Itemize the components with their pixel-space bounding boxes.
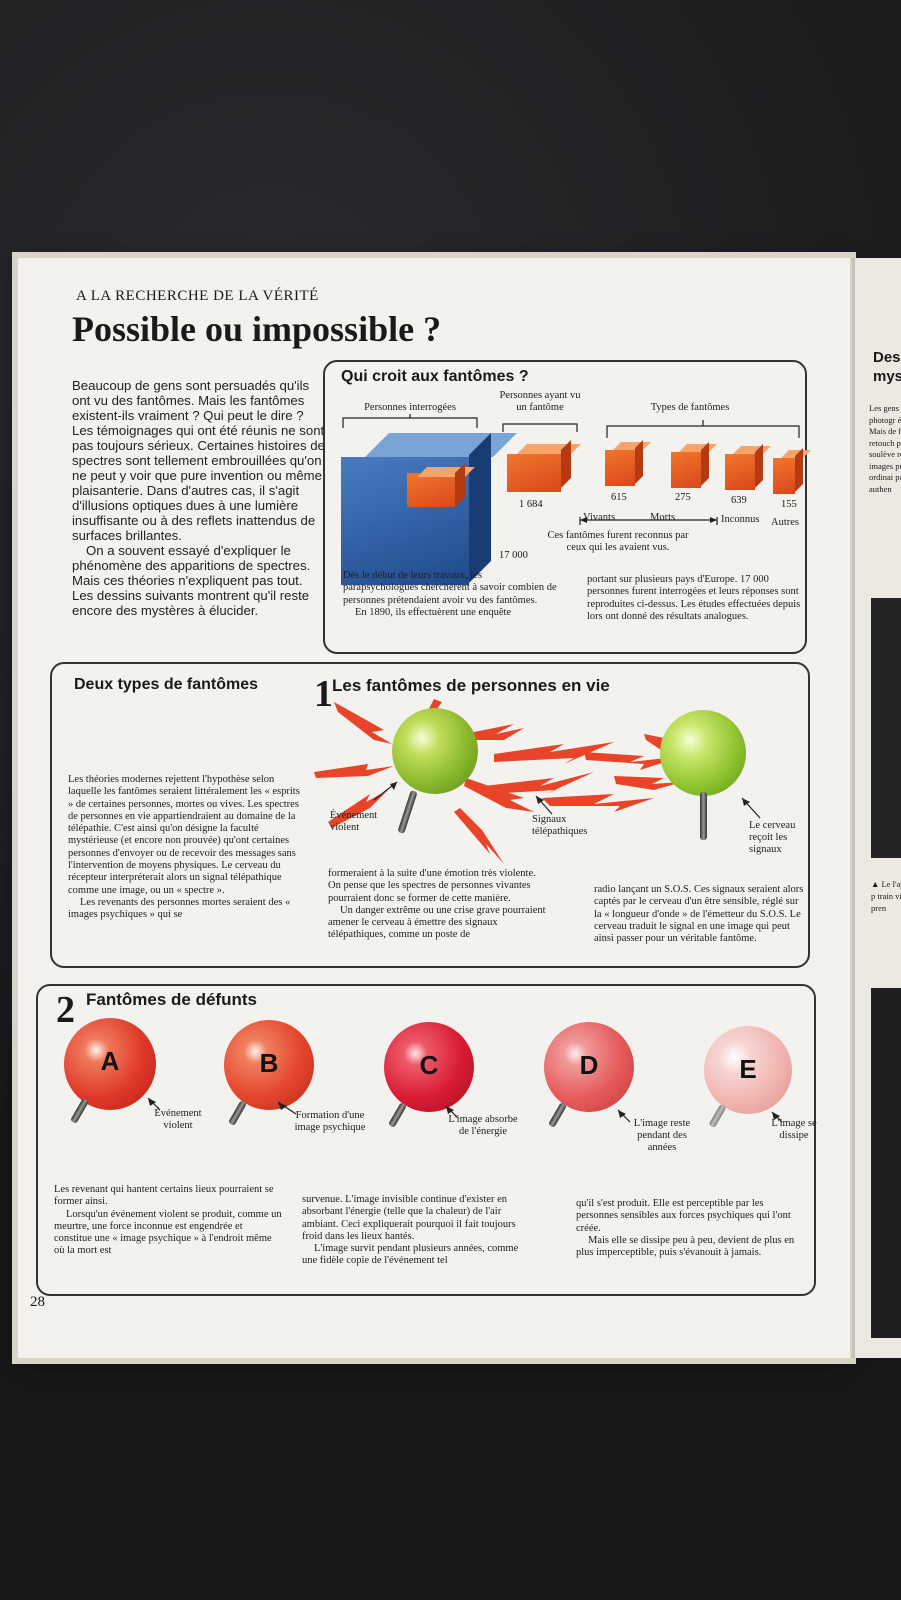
living-text-left: Les théories modernes rejettent l'hypoth… <box>68 774 306 922</box>
value-vivants: 615 <box>611 492 627 503</box>
label-ayant-vu: Personnes ayant vu un fantôme <box>499 390 581 413</box>
ball-b: B <box>224 1020 324 1127</box>
label-signaux-telepathiques: Signaux télépathiques <box>532 814 588 837</box>
ball-letter-d: D <box>579 1050 599 1080</box>
next-page-edge: Des mys Les gens appareil photogr étaien… <box>852 258 901 1358</box>
value-ayant-vu: 1 684 <box>519 499 543 510</box>
next-page-photo <box>871 598 901 858</box>
ball-letter-b: B <box>259 1048 279 1078</box>
sender-brain-ball <box>392 708 478 794</box>
dead-text-right: qu'il s'est produit. Elle est perceptibl… <box>576 1198 808 1259</box>
living-text-right: radio lançant un S.O.S. Ces signaux sera… <box>594 884 804 945</box>
section-number-1: 1 <box>314 673 333 715</box>
box-survey: Qui croit aux fantômes ? Personnes inter… <box>323 360 811 654</box>
survey-brackets <box>342 414 800 438</box>
label-cat-morts: Morts <box>650 512 676 523</box>
box-living-ghosts: Deux types de fantômes 1 Les fantômes de… <box>50 662 810 968</box>
ball-a: A <box>64 1018 164 1125</box>
book-page: A LA RECHERCHE DE LA VÉRITÉ Possible ou … <box>18 258 850 1358</box>
living-text-left-p2: Les revenants des personnes mortes serai… <box>68 896 291 921</box>
intro-paragraph: On a souvent essayé d'expliquer le phéno… <box>72 543 311 618</box>
next-page-caption: ▲ Le l'appa une p train vit un pren <box>871 879 901 913</box>
next-page-title: Des mys <box>873 349 901 385</box>
ball-label-a: Événement violent <box>154 1108 202 1131</box>
next-page-text: Les gens appareil photogr étaient p Mais… <box>869 403 901 494</box>
block-ayant-vu <box>507 440 581 492</box>
pointer-lines <box>373 781 761 819</box>
ball-label-e: L'image se dissipe <box>771 1118 817 1141</box>
survey-text-left: Dès le début de leurs travaux, les parap… <box>343 570 558 619</box>
intro-text: Beaucoup de gens sont persuadés qu'ils o… <box>72 378 327 618</box>
dead-text-left: Les revenant qui hantent certains lieux … <box>54 1184 282 1258</box>
ball-label-c: L'image absorbe de l'énergie <box>448 1114 518 1137</box>
value-autres: 155 <box>781 499 797 510</box>
category-arrows <box>579 517 718 525</box>
box-living-title: Deux types de fantômes <box>74 676 259 693</box>
section-number-2: 2 <box>56 989 75 1031</box>
receiver-stick <box>700 792 707 840</box>
ball-c: C <box>384 1022 484 1129</box>
survey-text-right: portant sur plusieurs pays d'Europe. 17 … <box>587 574 801 622</box>
box-dead-title: Fantômes de défunts <box>86 990 257 1009</box>
living-subtitle: Les fantômes de personnes en vie <box>332 676 610 695</box>
block-type-inconnus <box>725 444 771 490</box>
dead-text-right-p2: Mais elle se dissipe peu à peu, devient … <box>576 1234 795 1259</box>
block-type-vivants <box>605 440 651 486</box>
label-interrogees: Personnes interrogées <box>364 402 456 413</box>
living-text-mid: formeraient à la suite d'une émotion trè… <box>328 868 548 942</box>
survey-text-left-p1: Dès le début de leurs travaux, les parap… <box>343 570 557 606</box>
ball-letter-c: C <box>419 1050 439 1080</box>
section-kicker: A LA RECHERCHE DE LA VÉRITÉ <box>76 288 319 304</box>
living-text-mid-p2: Un danger extrême ou une crise grave pou… <box>328 904 546 941</box>
dead-text-mid-p1: survenue. L'image invisible continue d'e… <box>302 1194 516 1242</box>
box-survey-title: Qui croit aux fantômes ? <box>341 368 529 385</box>
dead-text-left-p2: Lorsqu'un événement violent se produit, … <box>54 1208 282 1257</box>
ball-letter-e: E <box>739 1054 757 1084</box>
value-morts: 275 <box>675 492 691 503</box>
page-number: 28 <box>30 1294 45 1310</box>
ball-e: E <box>704 1026 804 1129</box>
label-cat-autres: Autres <box>771 517 799 528</box>
dead-text-mid-p2: L'image survit pendant plusieurs années,… <box>302 1243 519 1267</box>
label-cat-inconnus: Inconnus <box>721 514 760 525</box>
value-interrogees: 17 000 <box>499 550 528 561</box>
next-page-photo-2 <box>871 988 901 1338</box>
ball-label-d: L'image reste pendant des années <box>633 1118 691 1153</box>
ball-d: D <box>544 1022 644 1129</box>
label-types: Types de fantômes <box>650 402 730 413</box>
intro-paragraph: Beaucoup de gens sont persuadés qu'ils o… <box>72 378 325 543</box>
telepathic-signals <box>314 699 692 864</box>
dead-text-mid: survenue. L'image invisible continue d'e… <box>302 1194 534 1268</box>
living-text-mid-p1: formeraient à la suite d'une émotion trè… <box>328 868 536 904</box>
block-type-autres <box>773 448 811 494</box>
ball-label-b: Formation d'une image psychique <box>294 1110 366 1133</box>
dead-text-right-p1: qu'il s'est produit. Elle est perceptibl… <box>576 1198 791 1234</box>
receiver-brain-ball <box>660 710 746 796</box>
value-inconnus: 639 <box>731 495 747 506</box>
ball-pointers <box>147 1097 783 1123</box>
ball-letter-a: A <box>100 1046 120 1076</box>
label-evenement-violent: Événement violent <box>330 810 378 833</box>
living-text-left-p1: Les théories modernes rejettent l'hypoth… <box>68 774 300 896</box>
survey-note: Ces fantômes furent reconnus par ceux qu… <box>547 530 689 553</box>
label-cerveau-recoit: Le cerveau reçoit les signaux <box>749 820 796 855</box>
box-dead-ghosts: 2 Fantômes de défunts A B C D E <box>36 984 817 1296</box>
page-title: Possible ou impossible ? <box>72 309 442 349</box>
label-cat-vivants: Vivants <box>583 512 616 523</box>
survey-text-left-p2: En 1890, ils effectuèrent une enquête <box>355 606 512 618</box>
block-type-morts <box>671 442 717 488</box>
dead-text-left-p1: Les revenant qui hantent certains lieux … <box>54 1184 274 1208</box>
